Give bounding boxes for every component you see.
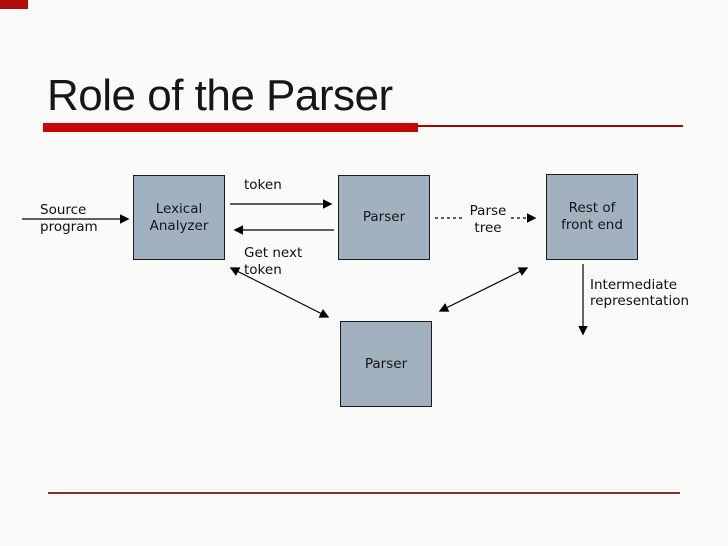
- arrow-parser-bottom-rest: [438, 267, 529, 312]
- label-get-next-token: Get next token: [244, 245, 303, 278]
- box-rest-of-front-end: Rest of front end: [546, 174, 638, 260]
- slide-title: Role of the Parser: [47, 71, 393, 120]
- box-label-line: front end: [561, 217, 623, 233]
- box-label-line: Analyzer: [149, 217, 209, 234]
- box-lexical-analyzer: Lexical Analyzer: [133, 175, 225, 260]
- box-label-line: Rest of: [568, 200, 616, 216]
- label-intermediate-representation: Intermediate representation: [590, 277, 690, 309]
- label-token: token: [244, 177, 282, 193]
- label-parse-tree: Parse tree: [469, 203, 507, 236]
- corner-accent-mark: [0, 0, 28, 9]
- box-label-line: Lexical: [155, 200, 203, 217]
- label-source-program: Source program: [40, 202, 98, 235]
- box-parser: Parser: [338, 175, 430, 260]
- box-parser-bottom: Parser: [340, 321, 432, 407]
- box-label-line: Parser: [362, 209, 406, 225]
- footer-line: [48, 492, 680, 494]
- box-label-line: Parser: [364, 355, 408, 372]
- title-accent-line: [418, 125, 683, 127]
- title-accent-bar: [43, 123, 418, 132]
